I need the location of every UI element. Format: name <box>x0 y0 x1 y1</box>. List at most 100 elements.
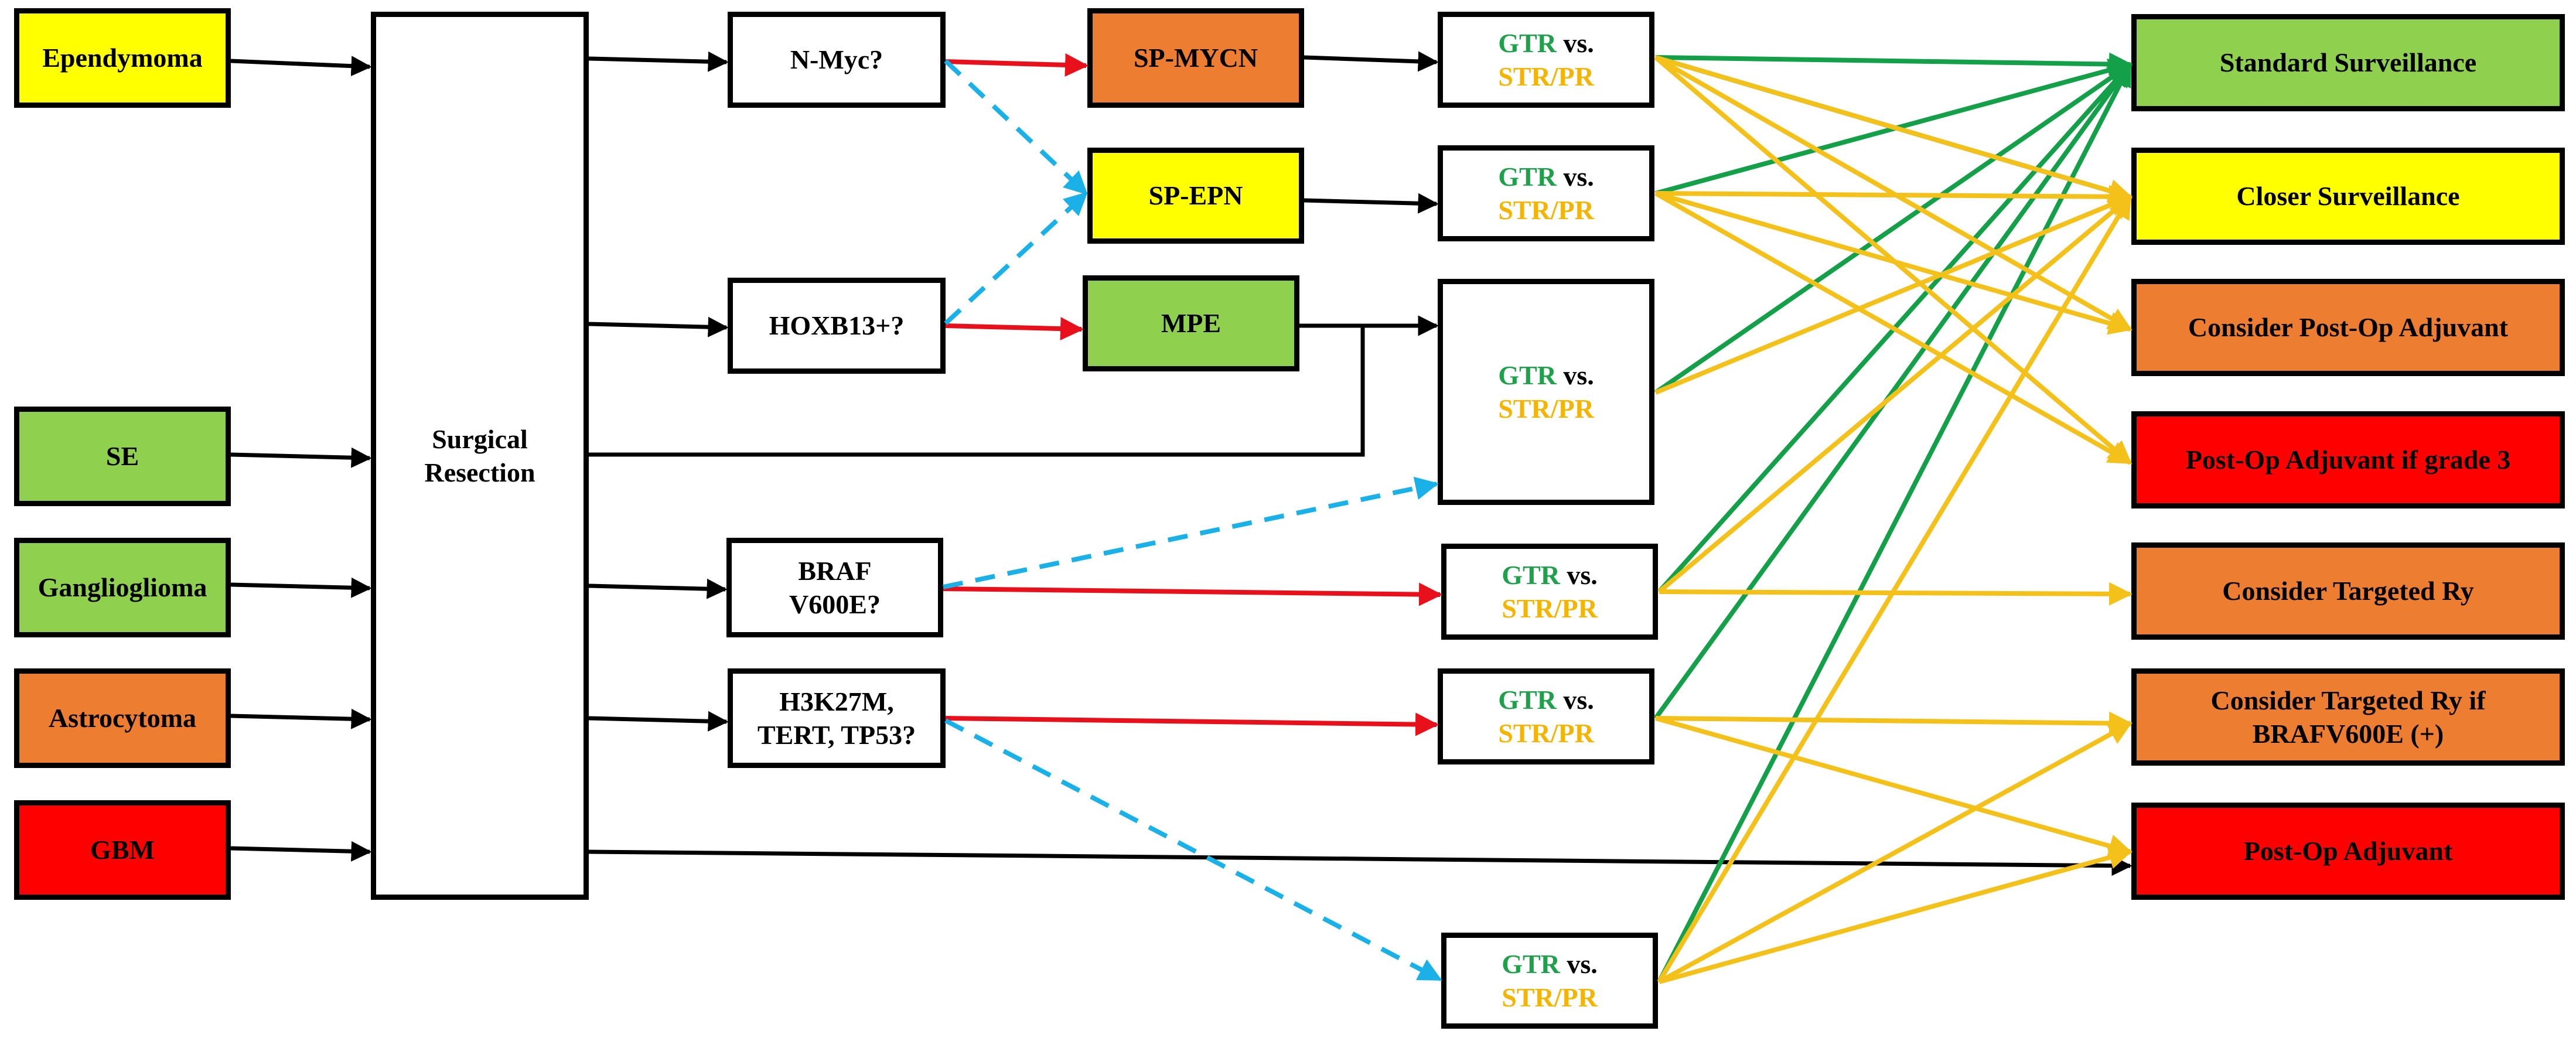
str-to-outcome-yellow-arrow <box>1658 846 2133 984</box>
gtr-to-outcome-green-arrow <box>1655 52 2133 76</box>
hoxb13-to-spepn-dashed-arrow <box>944 192 1088 325</box>
str-to-outcome-yellow-arrow <box>1654 194 2133 395</box>
str-to-outcome-yellow-arrow <box>1654 55 2133 203</box>
ganglioglioma-label: Ganglioglioma <box>37 572 207 603</box>
consider-postop-label: Consider Post-Op Adjuvant <box>2188 312 2509 343</box>
vs-text: vs. <box>1560 948 1598 979</box>
closer-surveillance-box: Closer Surveillance <box>2131 148 2565 245</box>
postop-adjuvant-label: Post-Op Adjuvant <box>2243 836 2453 866</box>
gtr-to-outcome-green-arrow <box>1653 62 2133 720</box>
surgery-to-braf-arrow <box>588 578 728 599</box>
surgical-label-line2: Resection <box>424 458 535 487</box>
mpe-label: MPE <box>1161 308 1222 339</box>
h3k27m-to-gtr-dashed-arrow <box>944 718 1442 982</box>
gtr-line: GTR vs. <box>1502 558 1598 592</box>
targeted-ry-braf-box: Consider Targeted Ry if BRAFV600E (+) <box>2131 668 2565 766</box>
str-pr-text: STR/PR <box>1498 394 1594 424</box>
gtr-text: GTR <box>1502 948 1560 979</box>
gtr-line: GTR vs. <box>1502 947 1598 981</box>
gtr-text: GTR <box>1502 559 1560 590</box>
se-label: SE <box>105 441 139 472</box>
gtr-line: GTR vs. <box>1498 160 1594 194</box>
gtr-to-outcome-green-arrow <box>1657 62 2133 983</box>
str-to-outcome-yellow-arrow <box>1657 194 2133 594</box>
braf-to-gtr-arrow <box>943 582 1442 606</box>
braf-label-line2: V600E? <box>789 589 881 619</box>
hoxb13-box: HOXB13+? <box>728 278 946 374</box>
gtr-text: GTR <box>1498 28 1557 58</box>
nmyc-box: N-Myc? <box>728 12 946 108</box>
str-to-outcome-yellow-arrow <box>1655 711 2133 735</box>
ependymoma-box: Ependymoma <box>14 8 231 108</box>
gtr-box-2: GTR vs. STR/PR <box>1438 145 1654 241</box>
surgery-to-hoxb13-arrow <box>588 316 729 337</box>
tumor-to-surgery-arrow <box>230 56 372 77</box>
h3k27m-label-line1: H3K27M, <box>779 686 894 716</box>
str-pr-text: STR/PR <box>1498 195 1594 225</box>
spmycn-to-gtr-arrow <box>1304 51 1439 72</box>
surgical-resection-box: Surgical Resection <box>371 12 589 900</box>
h3k27m-to-gtr-arrow <box>945 712 1439 736</box>
gtr-line: GTR vs. <box>1498 359 1594 392</box>
gbm-box: GBM <box>14 800 231 900</box>
mpe-box: MPE <box>1083 275 1299 371</box>
se-to-gtr-elbow-arrow <box>589 315 1439 457</box>
gtr-line: GTR vs. <box>1498 683 1594 717</box>
targeted-ry-label: Consider Targeted Ry <box>2222 576 2474 606</box>
str-pr-text: STR/PR <box>1502 982 1598 1012</box>
str-to-outcome-yellow-arrow <box>1655 185 2133 209</box>
str-to-outcome-yellow-arrow <box>1654 191 2133 335</box>
gtr-box-4: GTR vs. STR/PR <box>1441 544 1658 640</box>
gtr-box-6: GTR vs. STR/PR <box>1441 933 1658 1029</box>
spepn-to-gtr-arrow <box>1304 193 1439 214</box>
sp-epn-box: SP-EPN <box>1087 148 1304 244</box>
str-pr-text: STR/PR <box>1498 62 1594 91</box>
sp-mycn-label: SP-MYCN <box>1133 43 1258 73</box>
standard-surveillance-box: Standard Surveillance <box>2131 14 2565 111</box>
vs-text: vs. <box>1556 360 1594 390</box>
vs-text: vs. <box>1556 28 1594 58</box>
ganglioglioma-box: Ganglioglioma <box>14 538 231 637</box>
gtr-box-5: GTR vs. STR/PR <box>1438 668 1654 764</box>
surgery-to-nmyc-arrow <box>588 51 729 72</box>
str-pr-text: STR/PR <box>1498 718 1594 748</box>
vs-text: vs. <box>1556 684 1594 715</box>
gtr-to-outcome-green-arrow <box>1654 62 2133 395</box>
targeted-ry-box: Consider Targeted Ry <box>2131 542 2565 640</box>
h3k27m-box: H3K27M, TERT, TP53? <box>728 668 946 768</box>
h3k27m-label-line2: TERT, TP53? <box>757 720 916 750</box>
gbm-to-postop-arrow <box>588 849 2133 876</box>
targeted-ry-braf-line2: BRAFV600E (+) <box>2252 719 2444 749</box>
gtr-box-1: GTR vs. STR/PR <box>1438 12 1654 108</box>
braf-box: BRAF V600E? <box>726 538 943 637</box>
str-to-outcome-yellow-arrow <box>1654 716 2133 858</box>
braf-label-line1: BRAF <box>798 555 872 586</box>
astrocytoma-label: Astrocytoma <box>48 703 197 733</box>
nmyc-label: N-Myc? <box>790 45 883 75</box>
postop-adjuvant-box: Post-Op Adjuvant <box>2131 803 2565 900</box>
consider-postop-box: Consider Post-Op Adjuvant <box>2131 279 2565 376</box>
gtr-text: GTR <box>1498 684 1557 715</box>
str-to-outcome-yellow-arrow <box>1658 721 2133 984</box>
nmyc-to-spmycn-arrow <box>945 53 1089 77</box>
postop-grade3-label: Post-Op Adjuvant if grade 3 <box>2185 445 2511 475</box>
gbm-label: GBM <box>90 835 155 865</box>
vs-text: vs. <box>1556 161 1594 192</box>
surgery-to-h3k27m-arrow <box>588 711 729 732</box>
gtr-box-3: GTR vs. STR/PR <box>1438 279 1654 505</box>
hoxb13-label: HOXB13+? <box>769 310 905 341</box>
braf-to-gtr-dashed-arrow <box>943 476 1439 589</box>
tumor-to-surgery-arrow <box>230 577 372 598</box>
gtr-text: GTR <box>1498 161 1557 192</box>
sp-mycn-box: SP-MYCN <box>1087 8 1304 108</box>
postop-grade3-box: Post-Op Adjuvant if grade 3 <box>2131 411 2565 508</box>
str-pr-text: STR/PR <box>1502 593 1598 623</box>
gtr-line: GTR vs. <box>1498 26 1594 60</box>
tumor-to-surgery-arrow <box>230 708 372 729</box>
str-to-outcome-yellow-arrow <box>1657 194 2133 984</box>
astrocytoma-box: Astrocytoma <box>14 668 231 768</box>
sp-epn-label: SP-EPN <box>1148 180 1243 211</box>
str-to-outcome-yellow-arrow <box>1654 191 2133 465</box>
